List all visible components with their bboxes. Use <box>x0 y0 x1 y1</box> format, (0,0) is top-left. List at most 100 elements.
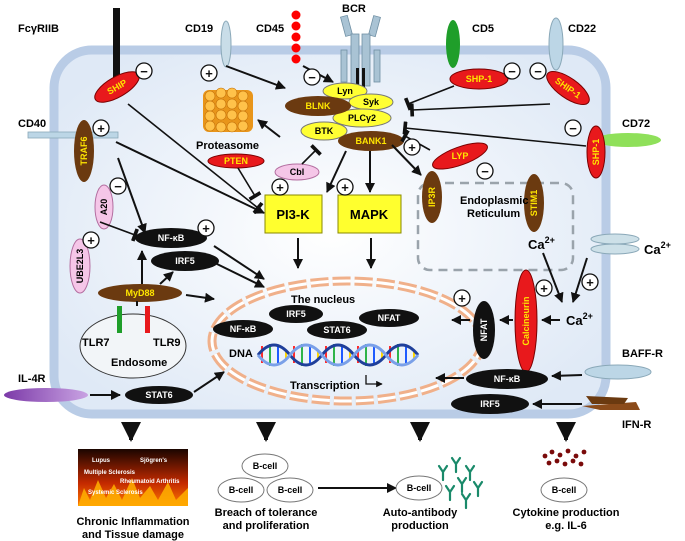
irf5-ifnr: IRF5 <box>451 394 529 414</box>
svg-text:+: + <box>408 140 416 155</box>
ca-channel <box>590 233 640 255</box>
cd45-receptor <box>291 10 301 64</box>
pi3k-box: PI3-K <box>264 194 323 234</box>
cd5-receptor <box>446 20 460 68</box>
antibody-icons <box>437 456 484 510</box>
svg-text:NF-κB: NF-κB <box>494 374 521 384</box>
svg-text:TRAF6: TRAF6 <box>79 137 89 166</box>
svg-text:SHP-1: SHP-1 <box>591 139 601 166</box>
svg-text:STAT6: STAT6 <box>323 325 350 335</box>
ip3r: IP3R <box>422 171 442 223</box>
minus-sign-ship: − <box>135 62 153 80</box>
fcgr-receptor <box>113 8 120 88</box>
ca-extracellular-label: Ca2+ <box>644 240 671 257</box>
svg-text:MyD88: MyD88 <box>125 288 154 298</box>
plcg2: PLCγ2 <box>332 108 392 128</box>
svg-text:+: + <box>540 281 548 296</box>
mapk-box: MAPK <box>337 194 402 234</box>
baffr-label: BAFF-R <box>622 348 663 360</box>
svg-text:+: + <box>341 180 349 195</box>
stat6-cytoplasm: STAT6 <box>125 386 193 404</box>
svg-text:+: + <box>276 180 284 195</box>
svg-text:A20: A20 <box>99 199 109 216</box>
svg-text:NFAT: NFAT <box>378 313 401 323</box>
svg-text:+: + <box>205 66 213 81</box>
svg-text:+: + <box>586 275 594 290</box>
nucleus-nfkb: NF-κB <box>213 320 273 338</box>
ube2l3: UBE2L3 <box>69 238 91 294</box>
ca-er-label: Ca2+ <box>528 235 555 252</box>
svg-text:−: − <box>569 121 577 136</box>
nucleus-irf5: IRF5 <box>269 305 323 323</box>
cell-membrane <box>49 45 611 419</box>
svg-text:SHP-1: SHP-1 <box>466 74 493 84</box>
shp1-cd72: SHP-1 <box>586 125 606 179</box>
activation-arrows <box>90 65 588 493</box>
baffr-receptor <box>584 364 652 380</box>
svg-text:NFAT: NFAT <box>479 318 489 341</box>
chronic-inflammation-image: Lupus Sjögren's Multiple Sclerosis Rheum… <box>78 449 188 506</box>
cd19-receptor <box>220 20 232 68</box>
plus-sign-nfat: + <box>453 289 471 307</box>
cd72-receptor <box>595 133 661 147</box>
nfkb-baffr: NF-κB <box>466 369 548 389</box>
endosome-label: Endosome <box>111 357 167 369</box>
cd5-label: CD5 <box>472 23 494 35</box>
minus-sign-shp1-cd72: − <box>564 119 582 137</box>
inhibition-lines <box>99 85 587 242</box>
chronic-line1: Chronic Inflammation <box>76 516 189 528</box>
syk: Syk <box>348 93 394 111</box>
svg-text:−: − <box>481 164 489 179</box>
endosome <box>79 313 187 379</box>
outcome-arrows <box>121 422 576 442</box>
svg-text:NF-κB: NF-κB <box>158 233 185 243</box>
svg-text:STIM1: STIM1 <box>529 190 539 217</box>
cbl: Cbl <box>274 163 320 181</box>
fcgr-label: FcγRIIB <box>18 23 59 35</box>
svg-text:Sjögren's: Sjögren's <box>140 458 168 464</box>
ifnr-receptor <box>582 396 640 410</box>
cd19-label: CD19 <box>185 23 213 35</box>
svg-text:MAPK: MAPK <box>350 207 389 222</box>
dna-helix-icon <box>256 343 420 367</box>
transcription-label: Transcription <box>290 380 360 392</box>
nfat-cytoplasm: NFAT <box>473 301 495 359</box>
a20: A20 <box>94 184 114 230</box>
minus-sign-ship1-cd22: − <box>529 62 547 80</box>
ifnr-label: IFN-R <box>622 419 651 431</box>
svg-text:B-cell: B-cell <box>278 485 303 495</box>
minus-sign-shp1-cd5: − <box>503 62 521 80</box>
cd22-receptor <box>548 17 564 71</box>
breach-line2: and proliferation <box>223 520 310 532</box>
chronic-line2: and Tissue damage <box>82 529 184 541</box>
svg-text:−: − <box>308 70 316 85</box>
svg-text:BTK: BTK <box>315 126 334 136</box>
cytokine-dots <box>542 448 587 467</box>
svg-text:UBE2L3: UBE2L3 <box>75 249 85 284</box>
svg-text:PTEN: PTEN <box>224 156 248 166</box>
cytokine-line2: e.g. IL-6 <box>545 520 587 532</box>
il4r-receptor <box>4 388 88 402</box>
nucleus-stat6: STAT6 <box>307 321 367 339</box>
shp1-cd5: SHP-1 <box>449 68 509 90</box>
bcell-cluster: B-cell B-cell B-cell <box>217 453 314 503</box>
svg-text:−: − <box>508 64 516 79</box>
nfkb-cytoplasm: NF-κB <box>135 228 207 248</box>
svg-text:B-cell: B-cell <box>407 483 432 493</box>
plus-sign-cd19: + <box>200 64 218 82</box>
svg-text:IRF5: IRF5 <box>175 256 195 266</box>
irf5-cytoplasm: IRF5 <box>151 251 219 271</box>
cd72-label: CD72 <box>622 118 650 130</box>
tlr9-label: TLR9 <box>153 337 181 349</box>
nucleus-title: The nucleus <box>291 294 355 306</box>
svg-text:+: + <box>87 233 95 248</box>
svg-text:IRF5: IRF5 <box>480 399 500 409</box>
proteasome-icon <box>203 87 253 133</box>
cd45-label: CD45 <box>256 23 284 35</box>
svg-text:IRF5: IRF5 <box>286 309 306 319</box>
regulation-signs: + − − − − − + − + + + + + − + + + <box>82 62 599 307</box>
svg-text:STAT6: STAT6 <box>145 390 172 400</box>
bcell-cytokine: B-cell <box>540 477 588 503</box>
transcription-arrow <box>365 375 383 388</box>
pten: PTEN <box>207 153 265 169</box>
